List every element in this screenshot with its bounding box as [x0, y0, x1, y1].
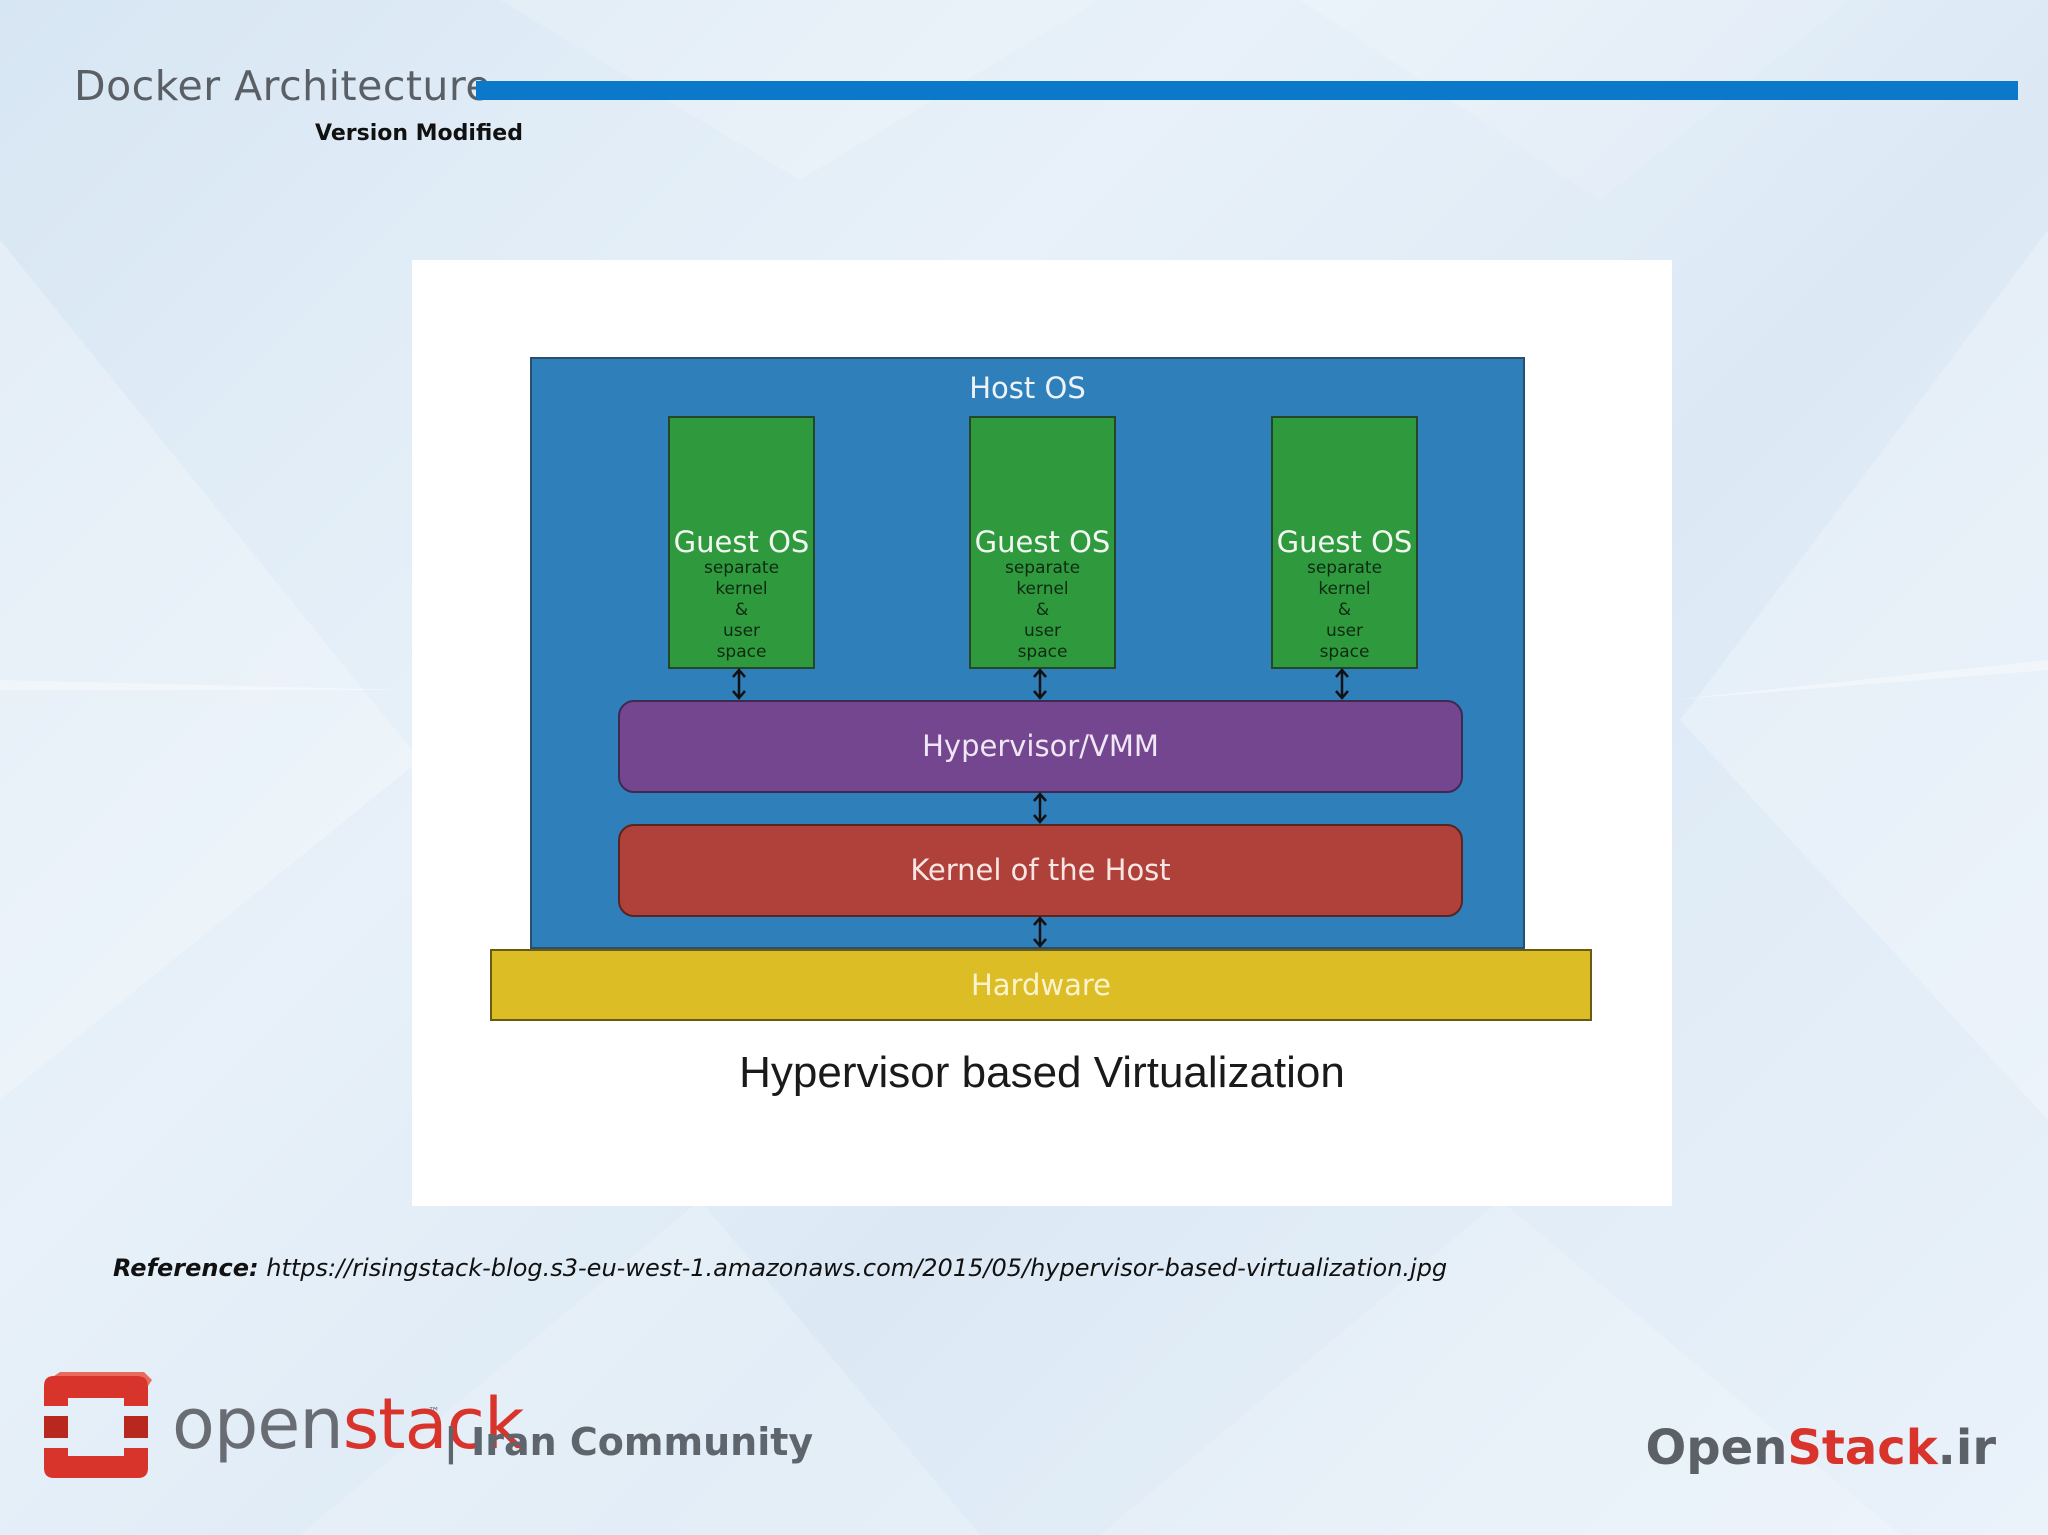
guest-os-desc-line: separate: [1306, 558, 1383, 578]
guest-os-box-3: Guest OS separate kernel & user space: [1271, 416, 1418, 669]
openstack-logo-icon: [44, 1372, 152, 1478]
reference-label: Reference:: [113, 1254, 259, 1282]
site-wordmark: OpenStack.ir: [1645, 1420, 1996, 1476]
guest-os-desc-line: &: [1035, 600, 1050, 620]
guest-os-desc-line: user: [1023, 621, 1062, 641]
guest-os-title: Guest OS: [974, 525, 1111, 559]
guest-os-title: Guest OS: [1276, 525, 1413, 559]
slide-subtitle: Version Modified: [315, 121, 523, 146]
guest-os-desc-line: space: [1017, 642, 1068, 662]
guest-os-desc-line: separate: [1004, 558, 1081, 578]
site-stack: Stack: [1787, 1420, 1938, 1476]
guest-os-desc-line: &: [1337, 600, 1352, 620]
guest-os-desc-line: kernel: [1318, 579, 1371, 599]
iran-community-label: | Iran Community: [444, 1420, 814, 1464]
guest-os-desc-line: kernel: [715, 579, 768, 599]
guest-os-desc-line: space: [1319, 642, 1370, 662]
double-arrow-icon: [1033, 792, 1047, 824]
double-arrow-icon: [1335, 668, 1349, 700]
wordmark-stack: stack: [342, 1383, 525, 1465]
double-arrow-icon: [732, 668, 746, 700]
reference-url: https://risingstack-blog.s3-eu-west-1.am…: [266, 1254, 1448, 1282]
host-os-label: Host OS: [969, 371, 1086, 405]
reference-line: Reference: https://risingstack-blog.s3-e…: [113, 1254, 1447, 1282]
guest-os-desc-line: user: [1325, 621, 1364, 641]
guest-os-desc-line: user: [722, 621, 761, 641]
openstack-wordmark: openstack: [172, 1383, 525, 1465]
host-kernel-box: Kernel of the Host: [618, 824, 1463, 917]
guest-os-desc-line: kernel: [1016, 579, 1069, 599]
title-underline-bar: [476, 81, 2018, 100]
guest-os-box-1: Guest OS separate kernel & user space: [668, 416, 815, 669]
hardware-box: Hardware: [490, 949, 1592, 1021]
slide-title: Docker Architecture: [74, 62, 492, 110]
guest-os-title: Guest OS: [673, 525, 810, 559]
site-suffix: .ir: [1937, 1420, 1996, 1476]
diagram-caption: Hypervisor based Virtualization: [739, 1048, 1345, 1097]
guest-os-desc-line: separate: [703, 558, 780, 578]
double-arrow-icon: [1033, 668, 1047, 700]
hypervisor-vmm-box: Hypervisor/VMM: [618, 700, 1463, 793]
guest-os-box-2: Guest OS separate kernel & user space: [969, 416, 1116, 669]
wordmark-open: open: [172, 1383, 344, 1465]
trademark-symbol: ™: [428, 1405, 440, 1419]
site-open: Open: [1645, 1420, 1788, 1476]
guest-os-desc-line: space: [716, 642, 767, 662]
guest-os-desc-line: &: [734, 600, 749, 620]
double-arrow-icon: [1033, 916, 1047, 948]
